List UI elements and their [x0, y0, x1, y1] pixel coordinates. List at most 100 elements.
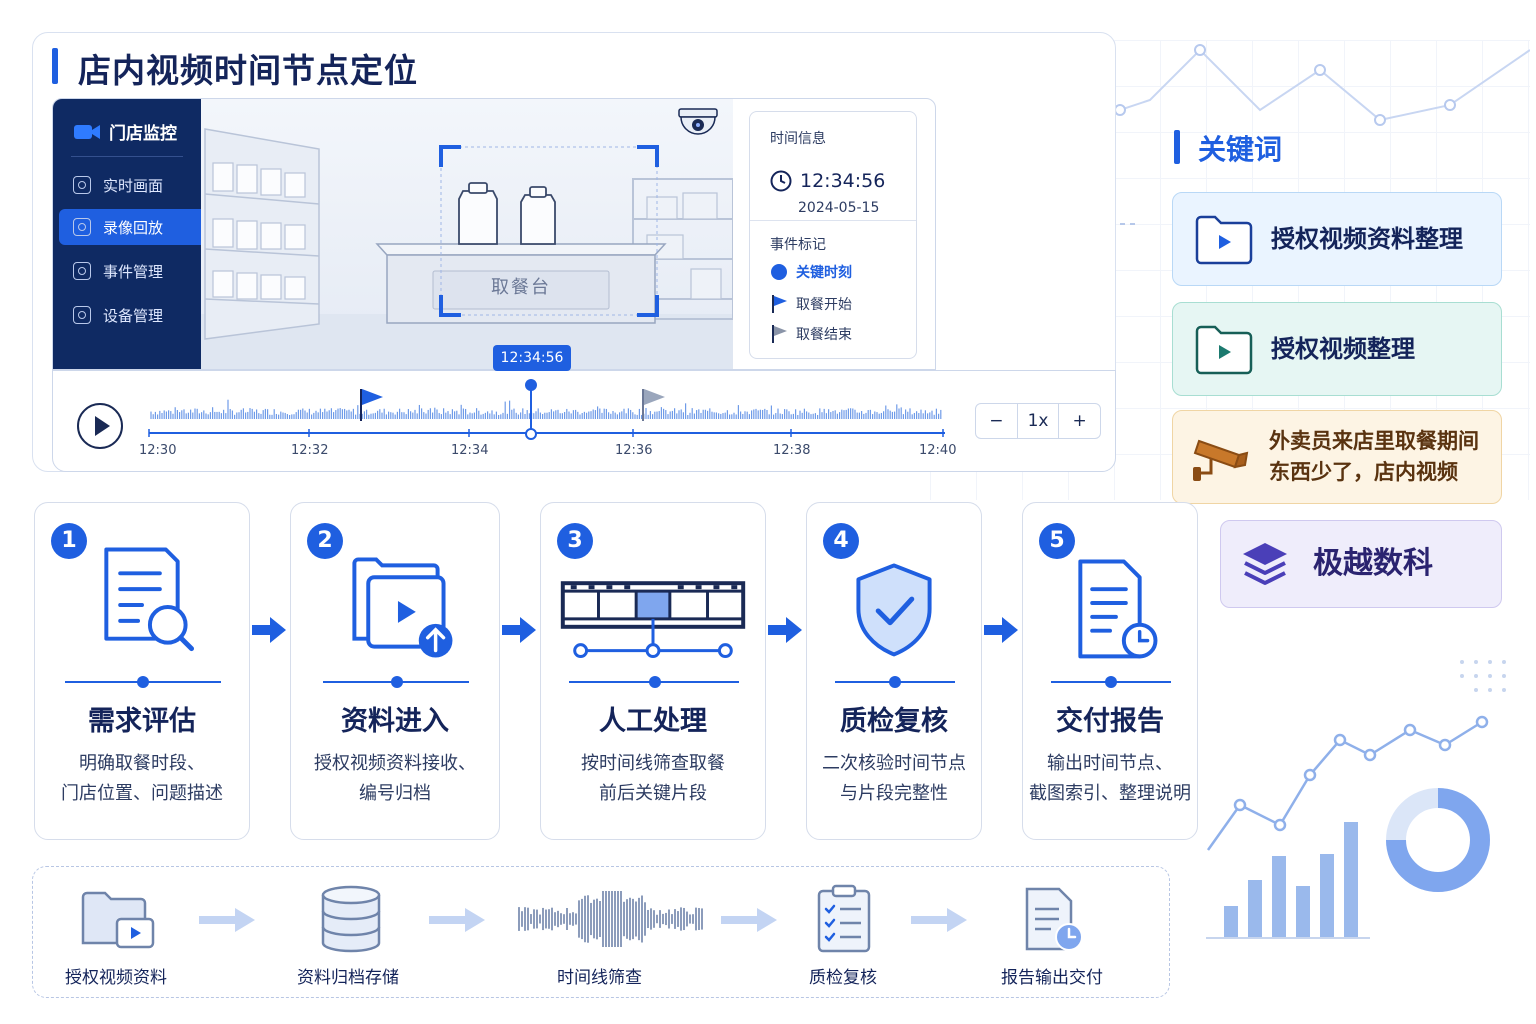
document-search-icon: [104, 547, 195, 652]
clock-icon: [770, 170, 792, 192]
event-key-moment[interactable]: 关键时刻: [770, 262, 852, 282]
tick-label: 12:40: [919, 443, 957, 458]
sidebar-item-label: 录像回放: [103, 218, 164, 237]
keyword-text: 授权视频整理: [1271, 335, 1415, 363]
event-label: 取餐开始: [796, 297, 852, 313]
step-desc-line: 二次核验时间节点: [822, 753, 966, 774]
sidebar-item-label: 事件管理: [103, 262, 164, 281]
monitor-window: 门店监控 实时画面 录像回放 事件管理 设备管理: [52, 98, 936, 370]
step-number: 3: [557, 523, 593, 559]
waveform-icon: [518, 891, 703, 947]
video-folder-icon: [1195, 325, 1253, 375]
step-card-4[interactable]: 4 质检复核 二次核验时间节点 与片段完整性: [806, 502, 982, 840]
speed-increase-button[interactable]: +: [1058, 404, 1100, 438]
process-flow-strip: 授权视频资料 资料归档存储 时间线筛查 质检复核 报告输出交付: [32, 866, 1170, 998]
keyword-text-line: 外卖员来店里取餐期间: [1269, 429, 1479, 453]
step-desc-line: 前后关键片段: [599, 783, 707, 804]
info-divider: [750, 220, 916, 221]
tick-label: 12:36: [615, 443, 653, 458]
decor-analytics-illustration: [1206, 660, 1506, 939]
event-pickup-start[interactable]: 取餐开始: [770, 294, 852, 314]
live-view-icon: [73, 176, 91, 194]
security-camera-icon: [1193, 439, 1249, 481]
speed-value: 1x: [1016, 404, 1059, 438]
step-dot: [1105, 676, 1117, 688]
step-desc-line: 明确取餐时段、: [79, 753, 205, 774]
ceiling-camera: [678, 108, 718, 135]
tick-label: 12:30: [139, 443, 177, 458]
playhead: [525, 379, 537, 440]
keyword-text: 授权视频资料整理: [1271, 225, 1463, 253]
event-pickup-end[interactable]: 取餐结束: [770, 324, 852, 344]
step-desc-line: 按时间线筛查取餐: [581, 753, 725, 774]
step-card-3[interactable]: 3 人工处理 按时间线筛查取餐 前后关键片段: [540, 502, 766, 840]
step-description: 二次核验时间节点 与片段完整性: [807, 749, 981, 809]
flow-label: 质检复核: [809, 968, 877, 988]
time-value: 12:34:56: [800, 170, 886, 192]
video-folder-icon: [81, 891, 155, 949]
keywords-title: 关键词: [1198, 133, 1283, 166]
video-frame[interactable]: 取餐台: [201, 99, 734, 369]
step-desc-line: 截图索引、整理说明: [1029, 783, 1191, 804]
counter-label: 取餐台: [491, 277, 551, 298]
sidebar-item-live[interactable]: 实时画面: [59, 167, 201, 203]
keyword-card-3[interactable]: 外卖员来店里取餐期间 东西少了，店内视频: [1172, 410, 1502, 504]
report-clock-icon: [1078, 559, 1158, 659]
brand-text: 极越数科: [1313, 546, 1433, 581]
step-description: 输出时间节点、 截图索引、整理说明: [1023, 749, 1197, 809]
flag-icon: [772, 325, 787, 343]
arrow-right-icon: [502, 617, 536, 643]
arrow-right-icon: [252, 617, 286, 643]
checklist-icon: [817, 884, 871, 953]
report-clock-icon: [1025, 887, 1083, 951]
speed-control: − 1x +: [975, 403, 1101, 439]
sidebar-item-events[interactable]: 事件管理: [59, 253, 201, 289]
arrow-right-icon: [768, 617, 802, 643]
arrow-right-icon: [911, 908, 967, 932]
step-desc-line: 编号归档: [359, 783, 431, 804]
event-icon: [73, 262, 91, 280]
keyword-text-block: 外卖员来店里取餐期间 东西少了，店内视频: [1269, 426, 1479, 488]
step-card-5[interactable]: 5 交付报告 输出时间节点、 截图索引、整理说明: [1022, 502, 1198, 840]
flow-label: 授权视频资料: [65, 968, 167, 988]
step-desc-line: 授权视频资料接收、: [314, 753, 476, 774]
step-card-1[interactable]: 1 需求评估 明确取餐时段、 门店位置、问题描述: [34, 502, 250, 840]
keyword-card-brand[interactable]: 极越数科: [1220, 520, 1502, 608]
sidebar-divider: [71, 156, 183, 157]
step-number: 2: [307, 523, 343, 559]
step-number: 4: [823, 523, 859, 559]
step-title: 质检复核: [840, 706, 948, 737]
event-label: 取餐结束: [796, 327, 852, 343]
waveform-track[interactable]: [143, 371, 953, 451]
date-value: 2024-05-15: [798, 200, 880, 216]
speed-decrease-button[interactable]: −: [989, 411, 1004, 431]
playhead-time-tag: 12:34:56: [493, 345, 571, 371]
event-label: 关键时刻: [796, 265, 852, 281]
tick-label: 12:32: [291, 443, 329, 458]
step-desc-line: 门店位置、问题描述: [61, 783, 223, 804]
video-camera-icon: [74, 124, 100, 139]
sidebar-item-devices[interactable]: 设备管理: [59, 297, 201, 333]
tick-label: 12:34: [451, 443, 489, 458]
arrow-right-icon: [984, 617, 1018, 643]
step-card-2[interactable]: 2 资料进入 授权视频资料接收、 编号归档: [290, 502, 500, 840]
playback-timeline: 12:34:56 12:30 12:32 12:34 12:36 12:38 1…: [52, 345, 1116, 472]
step-dot: [391, 676, 403, 688]
flow-label: 报告输出交付: [1001, 968, 1103, 988]
dot-icon: [771, 264, 787, 280]
arrow-right-icon: [429, 908, 485, 932]
playback-icon: [73, 218, 91, 236]
step-dot: [649, 676, 661, 688]
keyword-card-1[interactable]: 授权视频资料整理: [1172, 192, 1502, 286]
sidebar-item-playback[interactable]: 录像回放: [59, 209, 213, 245]
video-upload-icon: [352, 557, 453, 658]
step-description: 按时间线筛查取餐 前后关键片段: [541, 749, 765, 809]
play-button[interactable]: [77, 403, 123, 449]
time-info-card: 时间信息 12:34:56 2024-05-15 事件标记 关键时刻 取餐开始 …: [749, 111, 917, 359]
layers-icon: [1243, 543, 1287, 585]
keyword-card-2[interactable]: 授权视频整理: [1172, 302, 1502, 396]
step-description: 授权视频资料接收、 编号归档: [291, 749, 499, 809]
page-title: 店内视频时间节点定位: [78, 51, 418, 90]
sidebar-header: 门店监控: [73, 119, 177, 144]
video-folder-icon: [1195, 215, 1253, 265]
